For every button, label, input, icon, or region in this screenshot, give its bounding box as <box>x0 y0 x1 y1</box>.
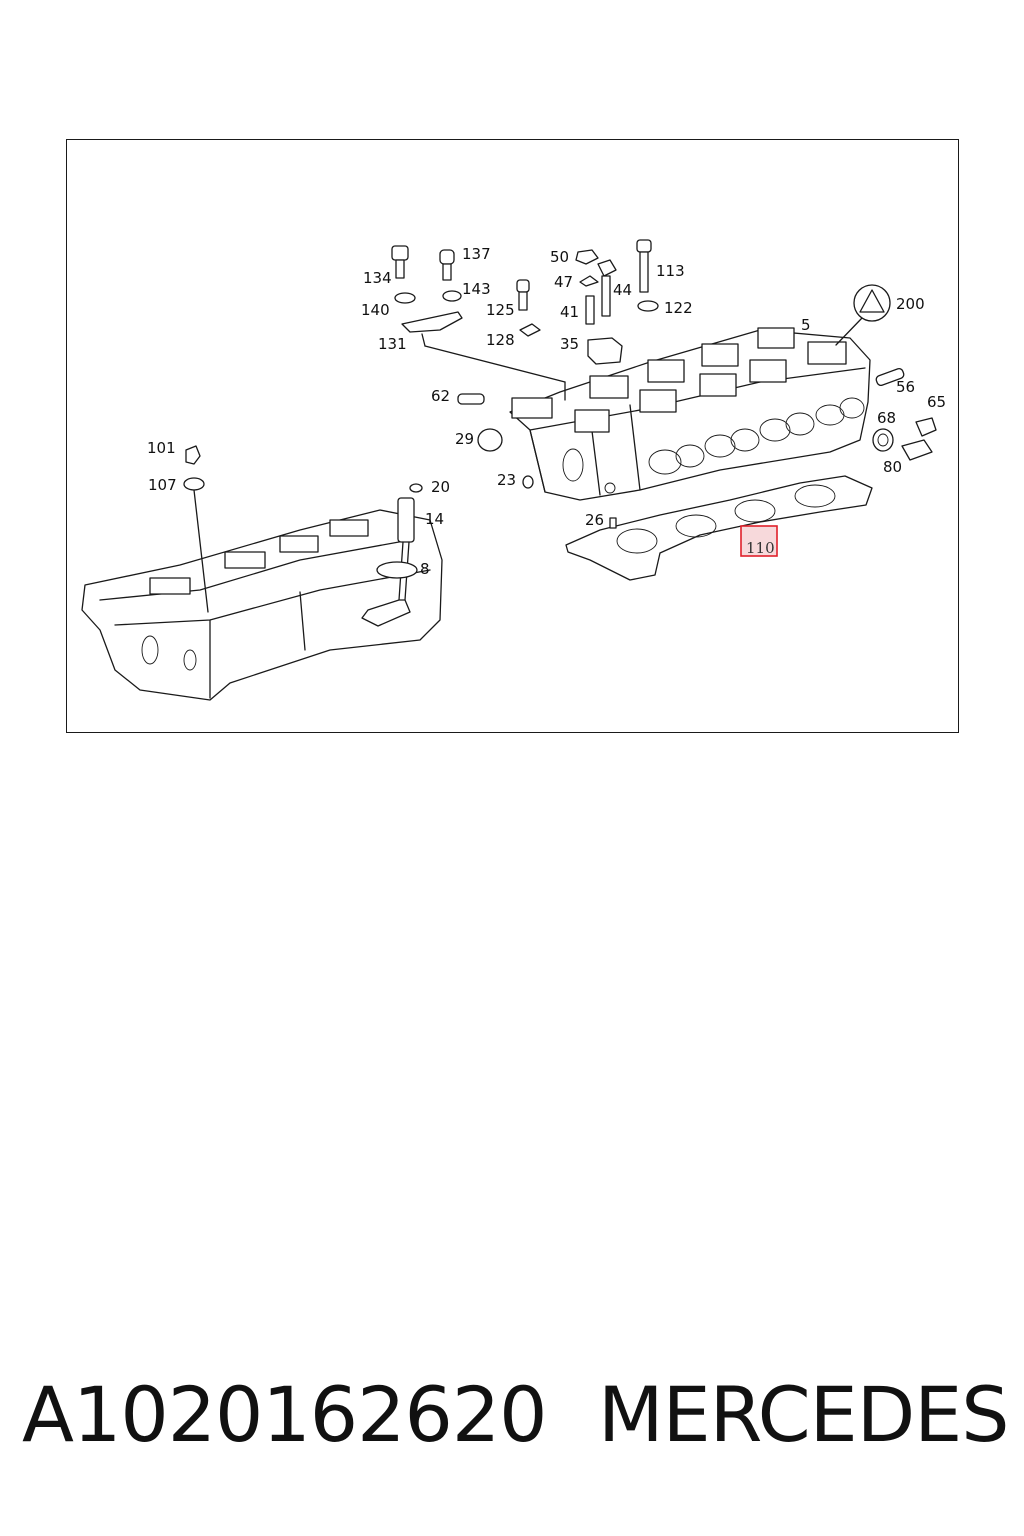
callout-8: 8 <box>420 560 430 578</box>
callout-110: 110 <box>746 539 775 557</box>
head-gasket <box>565 475 873 581</box>
callout-125: 125 <box>486 301 515 319</box>
callout-122: 122 <box>664 299 693 317</box>
callout-200: 200 <box>896 295 925 313</box>
callout-113: 113 <box>656 262 685 280</box>
callout-41: 41 <box>560 303 579 321</box>
callout-56: 56 <box>896 378 915 396</box>
callout-128: 128 <box>486 331 515 349</box>
part-number: A1020162620 <box>22 1370 548 1459</box>
cylinder-head-main <box>509 327 871 501</box>
callout-137: 137 <box>462 245 491 263</box>
callout-35: 35 <box>560 335 579 353</box>
callout-101: 101 <box>147 439 176 457</box>
callout-140: 140 <box>361 301 390 319</box>
callout-23: 23 <box>497 471 516 489</box>
callout-26: 26 <box>585 511 604 529</box>
footer: A1020162620 MERCEDES <box>0 1370 1024 1470</box>
callout-80: 80 <box>883 458 902 476</box>
callout-44: 44 <box>613 281 632 299</box>
callout-14: 14 <box>425 510 444 528</box>
callout-68: 68 <box>877 409 896 427</box>
callout-47: 47 <box>554 273 573 291</box>
cylinder-head-secondary <box>81 509 443 701</box>
callout-134: 134 <box>363 269 392 287</box>
callout-107: 107 <box>148 476 177 494</box>
callout-65: 65 <box>927 393 946 411</box>
callout-29: 29 <box>455 430 474 448</box>
callout-20: 20 <box>431 478 450 496</box>
callout-131: 131 <box>378 335 407 353</box>
diagram-frame <box>66 139 959 733</box>
hardware-parts <box>183 239 937 613</box>
callout-143: 143 <box>462 280 491 298</box>
callout-5: 5 <box>801 316 811 334</box>
valve-assembly <box>361 483 423 627</box>
callout-62: 62 <box>431 387 450 405</box>
callout-50: 50 <box>550 248 569 266</box>
highlighted-callout-110[interactable]: 110 <box>740 525 778 557</box>
callout-labels: 134 137 140 143 131 125 128 50 47 44 41 … <box>147 245 946 578</box>
brand-name: MERCEDES <box>598 1370 1009 1459</box>
